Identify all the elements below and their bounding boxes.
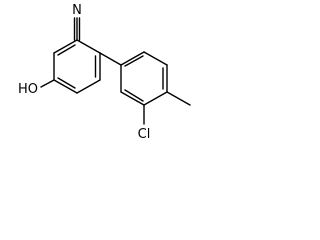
ring-left-bond-1 <box>76 39 101 54</box>
ring-right-bond-1 <box>120 51 145 66</box>
hydroxyl-group: HO <box>18 79 55 97</box>
nitrogen-atom-label: N <box>72 3 82 18</box>
ring-left-double-bond-inner-3 <box>57 44 76 56</box>
ring-right-double-bond-inner-1 <box>124 55 144 67</box>
methyl-bond <box>166 91 191 106</box>
benzene-ring-right <box>120 51 168 106</box>
nitrile-group: N <box>72 3 82 41</box>
ring-left-bond-4 <box>53 79 78 94</box>
ring-left-bond-3 <box>76 79 101 94</box>
benzene-ring-left <box>53 39 101 94</box>
ring-left-bond-6 <box>53 39 78 54</box>
chlorine-atom-label: Cl <box>138 127 151 142</box>
hydroxyl-atom-label: HO <box>18 82 38 97</box>
ring-right-bond-5 <box>120 91 145 106</box>
biaryl-bond <box>99 52 122 66</box>
ring-left-double-bond-inner-2 <box>57 77 76 89</box>
chemical-structure-diagram: N HO Cl <box>18 3 191 142</box>
hydroxyl-bond <box>40 79 55 88</box>
ring-right-double-bond-inner-3 <box>124 89 144 102</box>
ring-right-bond-4 <box>143 91 168 106</box>
ring-right-bond-2 <box>143 51 168 66</box>
